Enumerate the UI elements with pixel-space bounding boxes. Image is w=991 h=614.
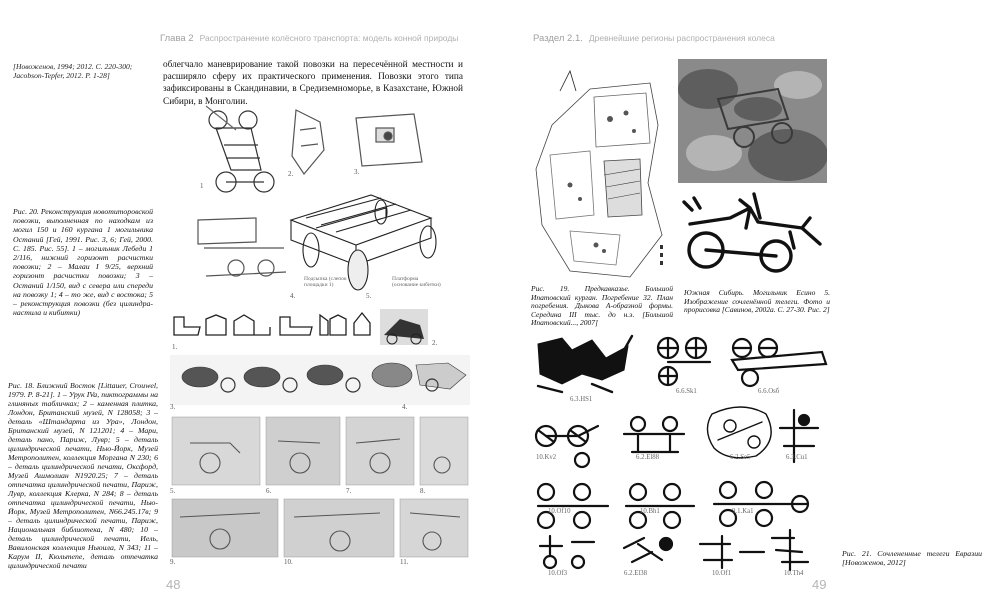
- wagon-drawings: [197, 105, 437, 291]
- fig18-label-c5: 5.: [170, 487, 176, 495]
- fig18-label-s2: 2.: [432, 339, 438, 347]
- petroglyph-label-7: 10.Of10: [548, 508, 571, 515]
- petroglyph-label-5: 6.2.Se5: [730, 454, 751, 461]
- siberia-petroglyph-photo: [678, 59, 827, 183]
- caption-figure-21: Рис. 21. Сочлененные телеги Евразии [Нов…: [842, 549, 982, 568]
- section-title: Древнейшие регионы распространения колес…: [588, 33, 775, 43]
- petroglyph-label-9: 9.1.Ka1: [732, 508, 754, 515]
- fig18-label-s3: 3.: [170, 403, 176, 411]
- fig20-label-5: 5.: [366, 292, 372, 300]
- petroglyph-label-0: 6.3.HS1: [570, 396, 593, 403]
- running-header-left: Глава 2 Распространение колёсного транспо…: [160, 33, 458, 44]
- fig20-label-1: 1: [200, 182, 204, 190]
- petroglyph-label-11: 6.2.El38: [624, 570, 648, 577]
- caption-figure-18: Рис. 18. Ближний Восток [Littauer, Crouw…: [8, 381, 158, 570]
- figure-18-seal-impressions: 5. 6. 7. 8. 9. 10. 11.: [170, 413, 470, 568]
- petroglyph-label-1: 6.6.Sk1: [676, 388, 697, 395]
- caption-figure-20: Рис. 20. Реконструкция новотиторовской п…: [13, 207, 153, 318]
- petroglyph-label-4: 6.2.El88: [636, 454, 660, 461]
- running-header-right: Раздел 2.1. Древнейшие регионы распростра…: [533, 33, 775, 44]
- figure-20-wagon-reconstruction: 1 2. 3. 4. 5. Подсыпка (слепок площадки …: [196, 100, 444, 305]
- figure-19-burial-plan: [530, 65, 670, 283]
- petroglyph-label-8: 10.Bh1: [640, 508, 660, 515]
- body-paragraph: облегчало маневрирование такой повозки н…: [163, 60, 463, 107]
- caption-figure-19: Рис. 19. Предкавказье. Большой Ипатовски…: [531, 284, 673, 328]
- page-number-right: 49: [812, 577, 827, 592]
- fig18-label-s4: 4.: [402, 403, 408, 411]
- side-reference-note: [Новоженов, 1994; 2012. С. 220-300; Jaco…: [13, 62, 133, 81]
- fig18-label-c10: 10.: [284, 558, 293, 566]
- figure-21-articulated-carts: 6.3.HS1 6.6.Sk1 6.6.Osб 10.Kv2 6.2.El88 …: [532, 330, 832, 580]
- chapter-title: Распространение колёсного транспорта: мо…: [199, 33, 459, 43]
- petroglyph-label-13: 10.Th4: [784, 570, 804, 577]
- fig18-label-s1: 1.: [172, 343, 178, 351]
- figure-18-chariot-friezes: 3. 4.: [170, 355, 470, 413]
- page-number-left: 48: [166, 577, 181, 592]
- fig18-label-c8: 8.: [420, 487, 426, 495]
- petroglyph-label-3: 10.Kv2: [536, 454, 557, 461]
- section-label: Раздел 2.1.: [533, 33, 583, 44]
- fig18-label-c6: 6.: [266, 487, 272, 495]
- caption-siberia: Южная Сибирь. Могильник Есино 5. Изображ…: [684, 288, 830, 315]
- chapter-label: Глава 2: [160, 33, 194, 44]
- petroglyph-label-10: 10.Of3: [548, 570, 568, 577]
- fig20-label-4: 4.: [290, 292, 296, 300]
- petroglyph-label-6: 6.3.Cu1: [786, 454, 808, 461]
- fig20-label-2: 2.: [288, 170, 294, 178]
- siberia-petroglyph-drawing: [680, 188, 826, 282]
- figure-18-pictographs: 1. 2.: [170, 305, 470, 355]
- fig18-label-c11: 11.: [400, 558, 409, 566]
- petroglyph-label-12: 10.Of1: [712, 570, 732, 577]
- petroglyph-label-2: 6.6.Osб: [758, 388, 780, 395]
- fig20-label-3: 3.: [354, 168, 360, 176]
- fig18-label-c9: 9.: [170, 558, 176, 566]
- fig20-legend-2: Платформа (основание кибитки): [392, 276, 441, 288]
- fig18-label-c7: 7.: [346, 487, 352, 495]
- fig20-legend-1: Подсыпка (слепок площадки 1): [304, 276, 347, 288]
